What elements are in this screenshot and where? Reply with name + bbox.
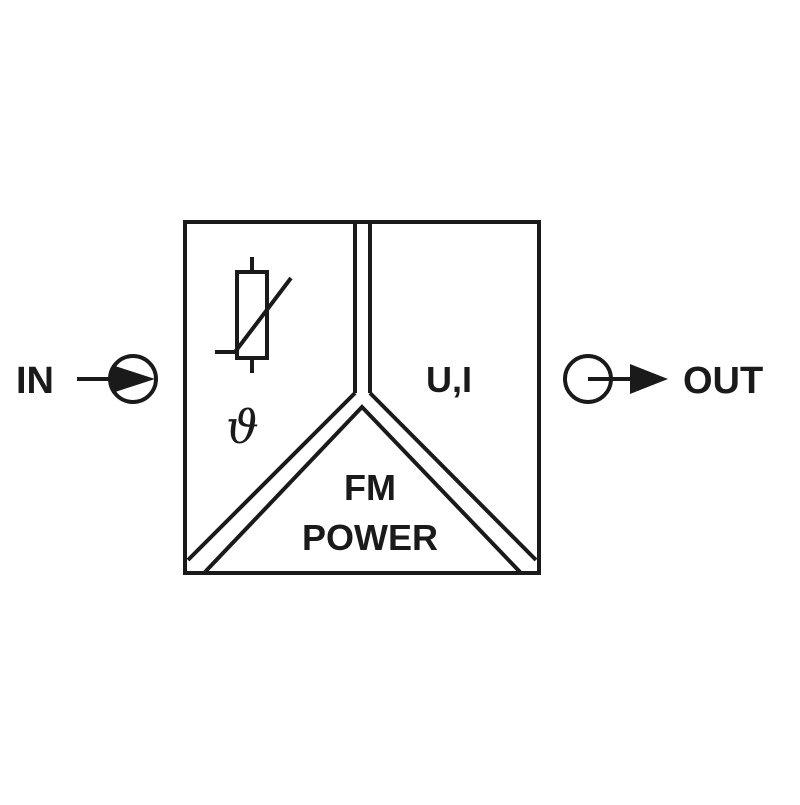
arrow-out-of-circle-icon <box>563 354 668 404</box>
arrow-into-circle-icon <box>77 354 158 404</box>
temperature-symbol: ϑ <box>226 400 259 454</box>
module-box <box>183 220 541 575</box>
input-label: IN <box>16 360 54 402</box>
module-name-line2: POWER <box>301 517 438 558</box>
output-label: OUT <box>683 360 764 402</box>
thermistor-resistor-icon <box>215 257 293 373</box>
diagonal-right-outer <box>368 391 538 562</box>
signal-label: U,I <box>426 359 473 400</box>
module-name-line1: FM <box>344 467 396 508</box>
power-triangle <box>203 404 522 574</box>
diagonal-left-outer <box>186 391 357 562</box>
